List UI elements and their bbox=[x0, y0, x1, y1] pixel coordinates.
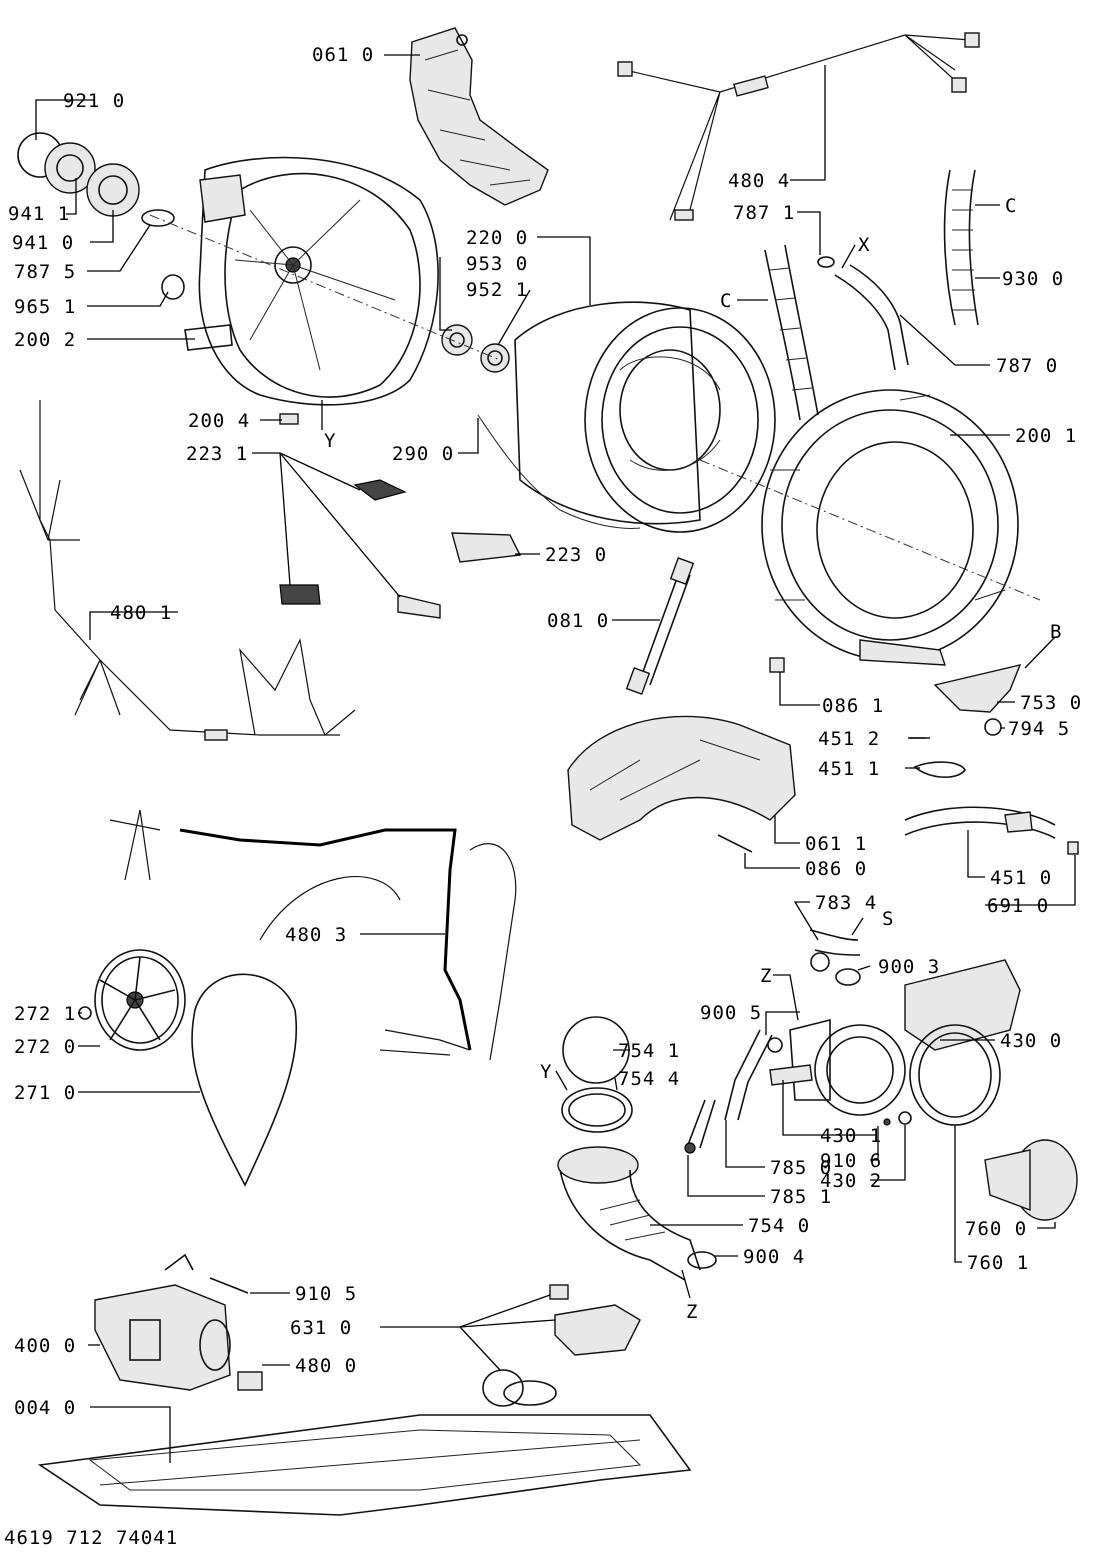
label-691-0: 691 0 bbox=[987, 895, 1049, 917]
part-220-0-drum bbox=[514, 301, 776, 533]
label-220-0: 220 0 bbox=[466, 227, 528, 249]
part-480-4-harness bbox=[617, 32, 980, 221]
assembly-axis bbox=[149, 214, 501, 361]
label-921-0: 921 0 bbox=[63, 90, 125, 112]
label-400-0: 400 0 bbox=[14, 1335, 76, 1357]
label-794-5: 794 5 bbox=[1008, 718, 1070, 740]
part-061-1-counterweight bbox=[567, 715, 796, 841]
part-631-0 bbox=[482, 1284, 641, 1407]
label-y-top: Y bbox=[324, 430, 336, 452]
part-200-2-rear-tub bbox=[184, 156, 439, 406]
part-783-4-900-3 bbox=[809, 929, 861, 986]
label-760-0: 760 0 bbox=[965, 1218, 1027, 1240]
part-290-0 bbox=[477, 414, 641, 529]
label-z-top: Z bbox=[760, 965, 772, 987]
label-754-1: 754 1 bbox=[618, 1040, 680, 1062]
label-s: S bbox=[882, 908, 894, 930]
document-number: 4619 712 74041 bbox=[4, 1527, 178, 1549]
label-y-mid: Y bbox=[540, 1061, 552, 1083]
label-941-0: 941 0 bbox=[12, 232, 74, 254]
label-930-0: 930 0 bbox=[1002, 268, 1064, 290]
label-c-left: C bbox=[720, 290, 732, 312]
label-965-1: 965 1 bbox=[14, 296, 76, 318]
label-785-0: 785 0 bbox=[770, 1157, 832, 1179]
part-785-hoses bbox=[684, 1029, 783, 1154]
label-900-4: 900 4 bbox=[743, 1246, 805, 1268]
label-272-1: 272 1 bbox=[14, 1003, 76, 1025]
label-787-0: 787 0 bbox=[996, 355, 1058, 377]
part-200-1-front-tub bbox=[761, 389, 1019, 666]
label-200-4: 200 4 bbox=[188, 410, 250, 432]
part-480-1-harness bbox=[19, 400, 356, 741]
label-952-1: 952 1 bbox=[466, 279, 528, 301]
label-061-0: 061 0 bbox=[312, 44, 374, 66]
label-223-0: 223 0 bbox=[545, 544, 607, 566]
label-200-1: 200 1 bbox=[1015, 425, 1077, 447]
label-b: B bbox=[1050, 621, 1062, 643]
label-290-0: 290 0 bbox=[392, 443, 454, 465]
label-z-bottom: Z bbox=[686, 1301, 698, 1323]
label-271-0: 271 0 bbox=[14, 1082, 76, 1104]
part-430-0-pump bbox=[769, 959, 1021, 1116]
label-480-0: 480 0 bbox=[295, 1355, 357, 1377]
label-953-0: 953 0 bbox=[466, 253, 528, 275]
label-430-0: 430 0 bbox=[1000, 1030, 1062, 1052]
part-heater-group bbox=[769, 657, 1079, 855]
label-272-0: 272 0 bbox=[14, 1036, 76, 1058]
part-271-0-belt bbox=[191, 973, 298, 1187]
label-480-1: 480 1 bbox=[110, 602, 172, 624]
label-x: X bbox=[858, 234, 870, 256]
part-200-4 bbox=[279, 413, 299, 425]
label-910-6: 910 6 bbox=[820, 1150, 882, 1172]
part-061-0-upper-bracket bbox=[409, 27, 549, 206]
label-086-0: 086 0 bbox=[805, 858, 867, 880]
label-754-0: 754 0 bbox=[748, 1215, 810, 1237]
part-hoses bbox=[764, 169, 979, 421]
label-910-5: 910 5 bbox=[295, 1283, 357, 1305]
label-451-2: 451 2 bbox=[818, 728, 880, 750]
label-900-3: 900 3 bbox=[878, 956, 940, 978]
label-760-1: 760 1 bbox=[967, 1252, 1029, 1274]
part-400-0-motor bbox=[94, 1253, 263, 1391]
label-631-0: 631 0 bbox=[290, 1317, 352, 1339]
label-754-4: 754 4 bbox=[618, 1068, 680, 1090]
label-480-3: 480 3 bbox=[285, 924, 347, 946]
part-labels: 061 0 921 0 941 1 941 0 787 5 965 1 200 … bbox=[4, 44, 1082, 1549]
part-760-filter-cap bbox=[883, 1024, 1078, 1221]
label-900-5: 900 5 bbox=[700, 1002, 762, 1024]
part-910-5-bolt bbox=[209, 1277, 249, 1294]
assembly-axis-front bbox=[699, 459, 1041, 601]
label-223-1: 223 1 bbox=[186, 443, 248, 465]
label-753-0: 753 0 bbox=[1020, 692, 1082, 714]
label-451-0: 451 0 bbox=[990, 867, 1052, 889]
label-785-1: 785 1 bbox=[770, 1186, 832, 1208]
label-081-0: 081 0 bbox=[547, 610, 609, 632]
part-223-lifters bbox=[279, 479, 522, 619]
label-451-1: 451 1 bbox=[818, 758, 880, 780]
label-061-1: 061 1 bbox=[805, 833, 867, 855]
label-787-5: 787 5 bbox=[14, 261, 76, 283]
part-081-0-damper bbox=[625, 557, 695, 695]
part-480-3-harness bbox=[109, 809, 517, 1061]
part-004-0-base bbox=[37, 1414, 692, 1516]
part-bearings bbox=[17, 132, 185, 300]
callout-lines bbox=[35, 54, 1076, 1463]
part-272-0-pulley bbox=[78, 949, 186, 1051]
label-c-right: C bbox=[1005, 195, 1017, 217]
label-941-1: 941 1 bbox=[8, 203, 70, 225]
label-480-4: 480 4 bbox=[728, 170, 790, 192]
label-787-1: 787 1 bbox=[733, 202, 795, 224]
label-430-1: 430 1 bbox=[820, 1125, 882, 1147]
label-430-2: 430 2 bbox=[820, 1170, 882, 1192]
part-086-0-bolt bbox=[717, 834, 753, 853]
label-004-0: 004 0 bbox=[14, 1397, 76, 1419]
part-754-filter-group bbox=[557, 1016, 717, 1281]
label-783-4: 783 4 bbox=[815, 892, 877, 914]
label-086-1: 086 1 bbox=[822, 695, 884, 717]
part-seals bbox=[441, 324, 510, 373]
label-200-2: 200 2 bbox=[14, 329, 76, 351]
